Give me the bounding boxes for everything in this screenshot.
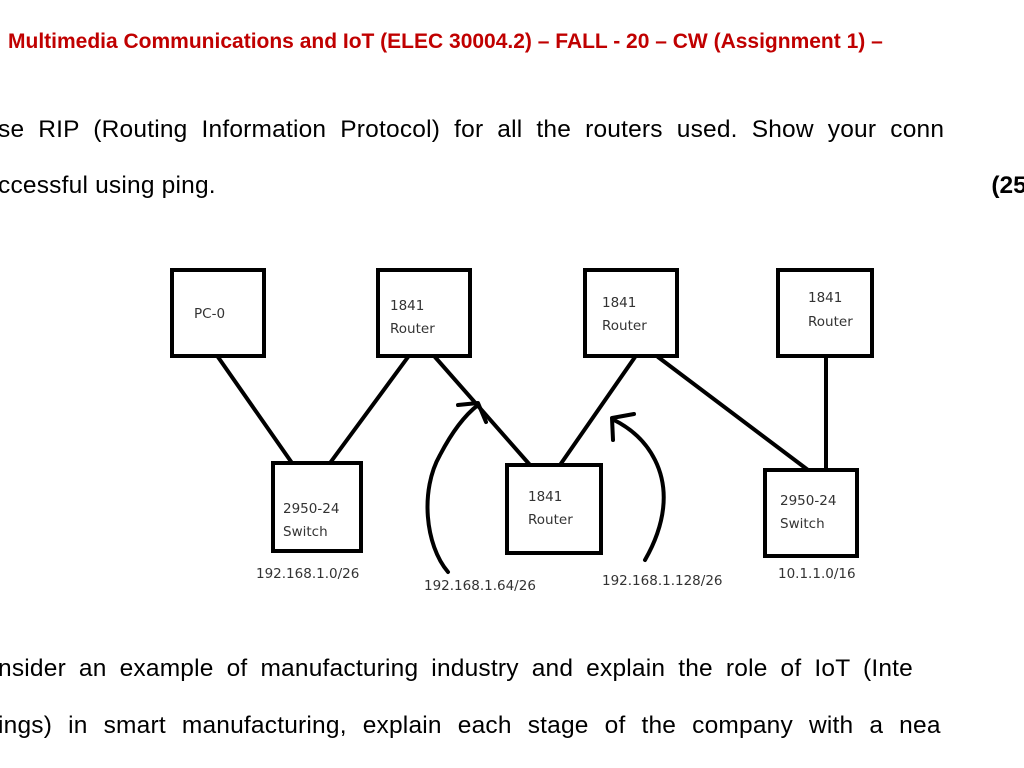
router1-box — [376, 268, 472, 358]
network-label-1: 192.168.1.0/26 — [256, 566, 359, 582]
router3-label-model: 1841 — [808, 290, 842, 306]
arrow-head-1 — [456, 401, 488, 424]
network-label-3: 192.168.1.128/26 — [602, 573, 723, 589]
switch1-label-type: Switch — [283, 524, 328, 540]
network-label-2: 192.168.1.64/26 — [424, 578, 536, 594]
question2-line2: ings) in smart manufacturing, explain ea… — [0, 712, 941, 739]
network-label-4: 10.1.1.0/16 — [778, 566, 856, 582]
question1-line1: se RIP (Routing Information Protocol) fo… — [0, 116, 945, 143]
router4-label-type: Router — [528, 512, 573, 528]
assignment-header: Multimedia Communications and IoT (ELEC … — [8, 30, 883, 53]
switch2-label-type: Switch — [780, 516, 825, 532]
arrow-to-router1-router4-link — [425, 403, 480, 574]
switch2-box — [763, 468, 859, 558]
router2-label-model: 1841 — [602, 295, 636, 311]
pc0-label: PC-0 — [194, 306, 225, 322]
router2-box — [583, 268, 679, 358]
router3-label-type: Router — [808, 314, 853, 330]
switch2-label-model: 2950-24 — [780, 493, 836, 509]
router3-box — [776, 268, 874, 358]
link-router2-switch2 — [656, 355, 810, 472]
pc0-box — [170, 268, 266, 358]
router4-box — [505, 463, 603, 555]
link-router1-switch1 — [328, 355, 410, 465]
arrow-to-router2-router4-link — [612, 418, 666, 562]
router1-label-model: 1841 — [390, 298, 424, 314]
question1-marks: (25 M — [991, 172, 1024, 199]
link-router1-router4 — [433, 355, 532, 467]
router4-label-model: 1841 — [528, 489, 562, 505]
router1-label-type: Router — [390, 321, 435, 337]
link-router2-router4 — [558, 355, 637, 467]
link-pc0-switch1 — [216, 355, 294, 465]
question1-line2: ccessful using ping. — [0, 172, 216, 199]
switch1-label-model: 2950-24 — [283, 501, 339, 517]
question2-line1: nsider an example of manufacturing indus… — [0, 655, 913, 682]
router2-label-type: Router — [602, 318, 647, 334]
switch1-box — [271, 461, 363, 553]
arrow-head-2 — [610, 412, 636, 442]
